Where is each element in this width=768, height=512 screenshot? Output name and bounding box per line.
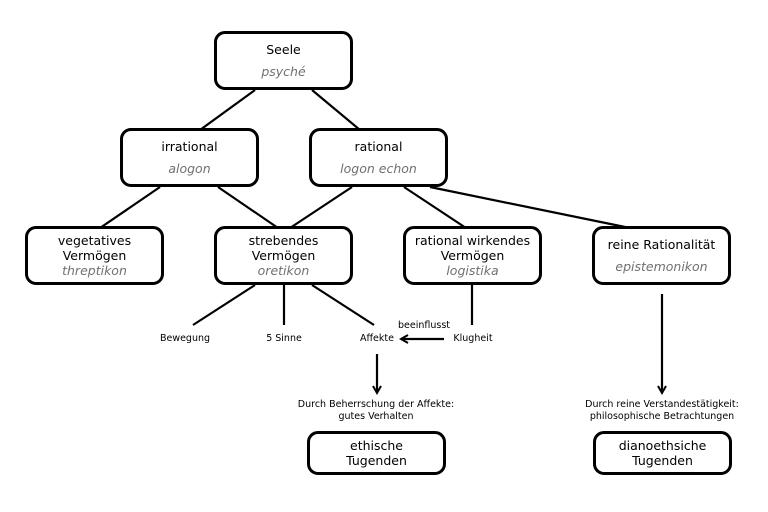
edge-irrational-vegetatives <box>99 186 161 229</box>
node-ethische-label-2: Tugenden <box>346 453 407 468</box>
node-seele-greek: psyché <box>261 64 306 80</box>
node-reine-rationalitaet: reine Rationalität epistemonikon <box>592 226 731 285</box>
node-rational-wirkendes-label-1: rational wirkendes <box>414 233 531 248</box>
edge-strebendes-affekte <box>311 284 375 326</box>
label-beeinflusst: beeinflusst <box>397 320 450 331</box>
node-strebendes-greek: oretikon <box>257 263 310 278</box>
edge-rational-wirkendes <box>403 186 467 229</box>
label-affekte: Affekte <box>360 333 394 344</box>
node-seele: Seele psyché <box>214 31 353 90</box>
node-ethische-label-1: ethische <box>350 438 403 453</box>
node-strebendes: strebendes Vermögen oretikon <box>214 226 353 285</box>
label-beherrschung-line-2: gutes Verhalten <box>338 411 414 422</box>
node-irrational: irrational alogon <box>120 128 259 187</box>
node-vegetatives: vegetatives Vermögen threptikon <box>25 226 164 285</box>
edge-strebendes-bewegung <box>192 284 256 326</box>
node-irrational-greek: alogon <box>168 161 211 177</box>
label-beherrschung-line-1: Durch Beherrschung der Affekte: <box>297 399 455 410</box>
edge-rational-reine <box>429 185 631 230</box>
edge-seele-rational <box>311 89 361 131</box>
edge-seele-irrational <box>199 89 256 131</box>
label-5-sinne: 5 Sinne <box>266 333 302 344</box>
node-ethische-tugenden: ethische Tugenden <box>307 431 446 475</box>
label-verstand-line-1: Durch reine Verstandestätigkeit: <box>585 399 739 410</box>
node-reine-greek: epistemonikon <box>615 259 708 275</box>
label-klugheit: Klugheit <box>453 333 493 344</box>
node-irrational-label: irrational <box>161 138 218 154</box>
label-verstand: Durch reine Verstandestätigkeit: philoso… <box>567 399 757 423</box>
label-beherrschung: Durch Beherrschung der Affekte: gutes Ve… <box>281 399 471 423</box>
node-rational-wirkendes-label-2: Vermögen <box>440 248 505 263</box>
node-vegetatives-label-1: vegetatives <box>57 233 132 248</box>
node-rational-wirkendes-greek: logistika <box>446 263 499 278</box>
node-dianoethische-label-2: Tugenden <box>632 453 693 468</box>
node-vegetatives-greek: threptikon <box>62 263 127 278</box>
node-vegetatives-label-2: Vermögen <box>62 248 127 263</box>
node-reine-label: reine Rationalität <box>607 236 716 252</box>
node-rational-greek: logon echon <box>340 161 417 177</box>
edge-rational-strebendes <box>289 186 353 229</box>
label-verstand-line-2: philosophische Betrachtungen <box>589 411 735 422</box>
node-dianoethische-tugenden: dianoethsiche Tugenden <box>593 431 732 475</box>
node-rational-label: rational <box>354 138 403 154</box>
node-dianoethische-label-1: dianoethsiche <box>618 438 707 453</box>
node-strebendes-label-2: Vermögen <box>251 248 316 263</box>
node-rational: rational logon echon <box>309 128 448 187</box>
node-strebendes-label-1: strebendes <box>248 233 319 248</box>
edge-irrational-strebendes <box>217 186 279 229</box>
node-seele-label: Seele <box>266 41 301 57</box>
node-rational-wirkendes: rational wirkendes Vermögen logistika <box>403 226 542 285</box>
label-bewegung: Bewegung <box>159 333 211 344</box>
